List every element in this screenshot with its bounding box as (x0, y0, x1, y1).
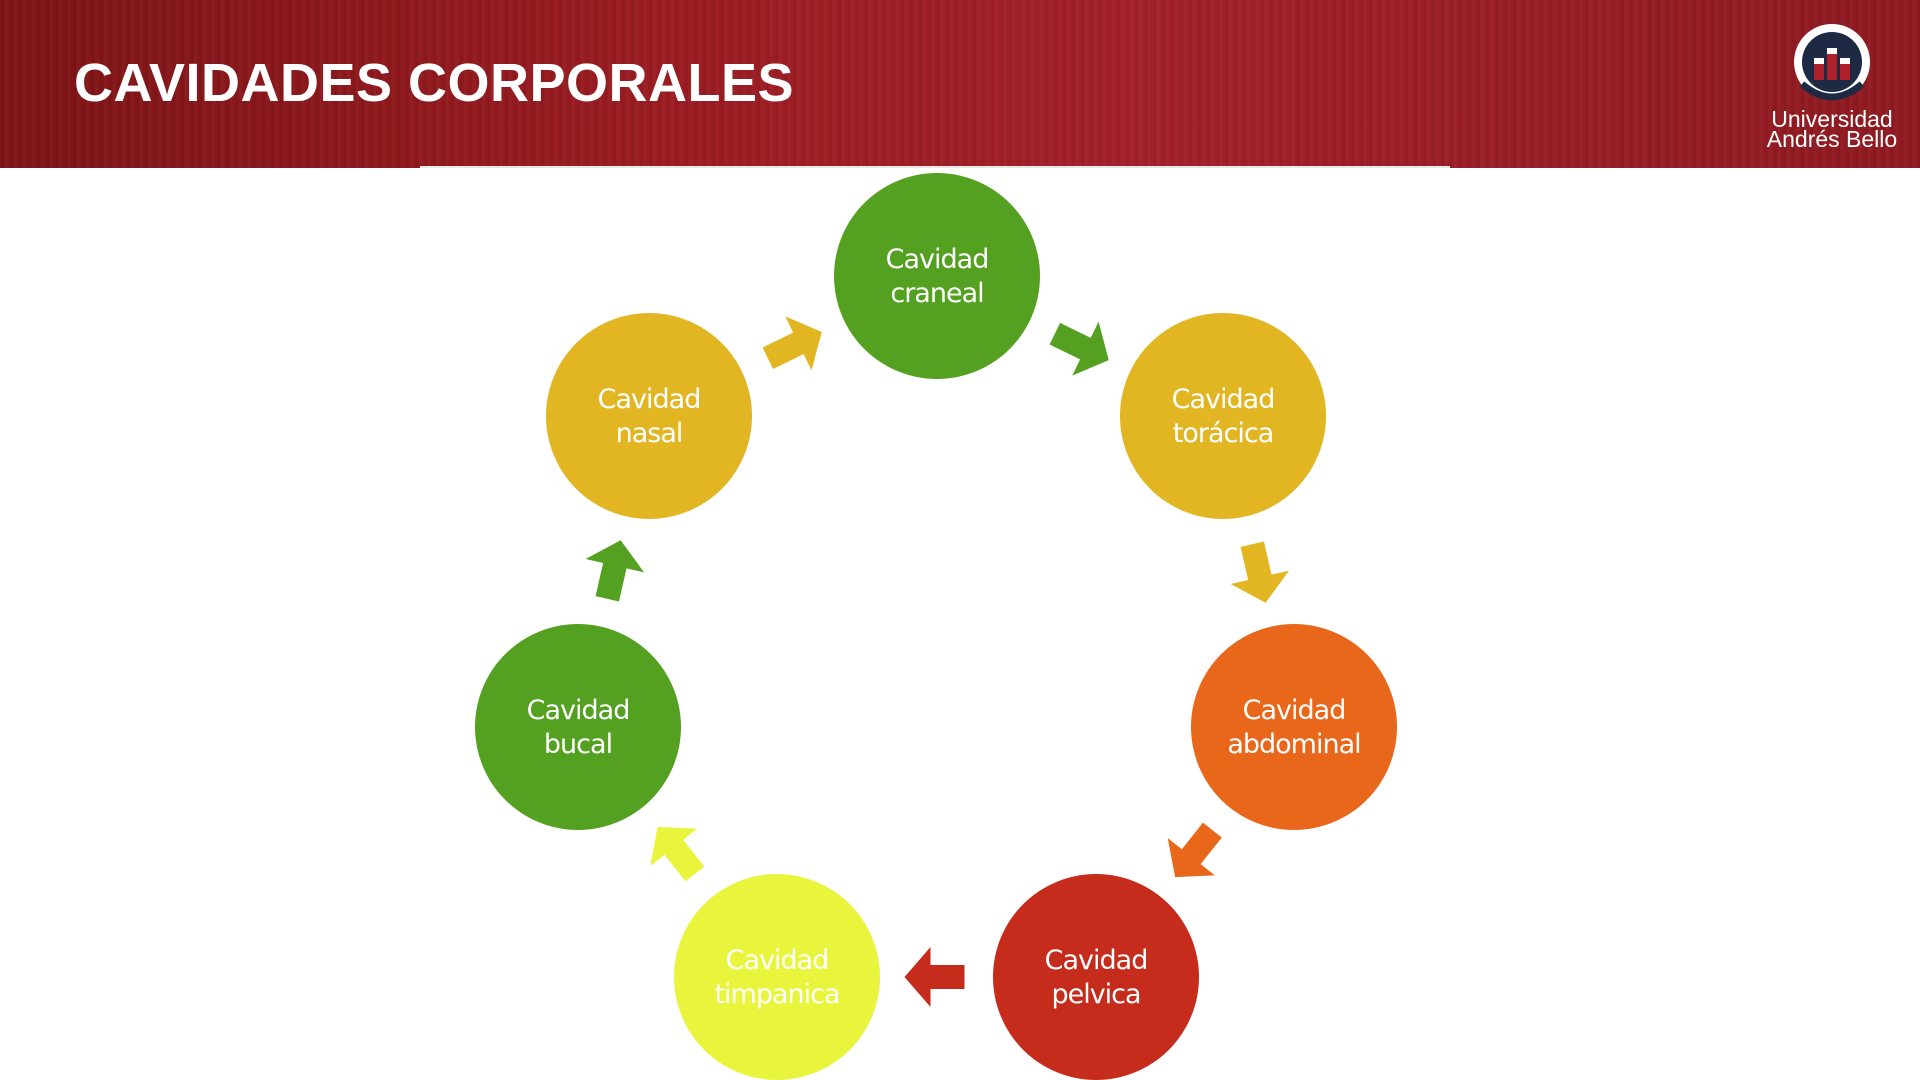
arrow-craneal-to-toracica (1049, 321, 1109, 376)
arrow-abdominal-to-pelvica (1167, 822, 1222, 878)
arrow-timpanica-to-bucal (650, 826, 705, 882)
node-label-line: Cavidad (527, 695, 630, 726)
node-label-line: Cavidad (1243, 695, 1346, 726)
arrow-bucal-to-nasal (585, 540, 645, 602)
arrow-shape (650, 826, 705, 882)
slide-header: CAVIDADES CORPORALES Universidad Andrés … (0, 0, 1920, 168)
university-emblem-icon (1794, 24, 1870, 101)
node-circle (475, 624, 681, 830)
university-logo: Universidad Andrés Bello (1752, 18, 1912, 158)
node-label-line: Cavidad (598, 384, 701, 415)
node-label-line: Cavidad (1172, 384, 1275, 415)
node-label-line: torácica (1173, 418, 1274, 449)
slide-title: CAVIDADES CORPORALES (74, 53, 795, 113)
node-label-line: Cavidad (726, 945, 829, 976)
arrow-shape (1230, 541, 1290, 603)
header-divider (420, 166, 1450, 168)
node-label-line: Cavidad (886, 244, 989, 275)
node-label-line: nasal (616, 418, 683, 449)
arrow-pelvica-to-timpanica (904, 947, 965, 1007)
node-label-line: pelvica (1051, 979, 1140, 1010)
arrow-shape (1167, 822, 1222, 878)
arrow-shape (585, 540, 645, 602)
node-label-line: bucal (544, 729, 612, 760)
node-circle (993, 874, 1199, 1080)
arrow-nasal-to-craneal (762, 316, 822, 371)
node-circle (834, 173, 1040, 379)
arrow-shape (904, 947, 965, 1007)
arrow-toracica-to-abdominal (1230, 541, 1290, 603)
node-circle (546, 313, 752, 519)
logo-text-line-2: Andrés Bello (1766, 126, 1898, 152)
node-label-line: timpanica (714, 979, 839, 1010)
node-label-line: Cavidad (1045, 945, 1148, 976)
node-circle (1120, 313, 1326, 519)
node-label-line: abdominal (1227, 729, 1360, 760)
node-circle (674, 874, 880, 1080)
arrow-shape (762, 316, 822, 371)
node-label-line: craneal (890, 278, 983, 309)
logo-text-line-1: Universidad (1771, 106, 1893, 132)
node-circle (1191, 624, 1397, 830)
arrow-shape (1049, 321, 1109, 376)
